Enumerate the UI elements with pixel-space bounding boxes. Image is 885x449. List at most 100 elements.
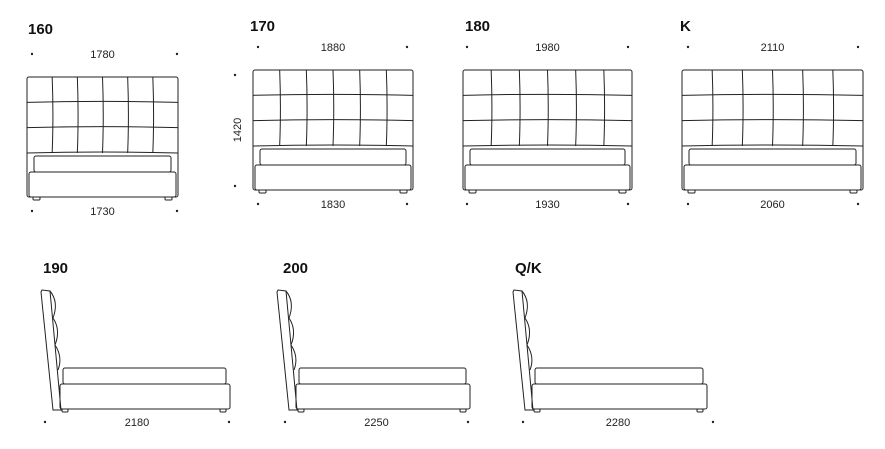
dimension-marker (466, 420, 470, 424)
foot (258, 189, 267, 194)
top-width-label: 1880 (321, 42, 345, 54)
dimension-marker (175, 52, 179, 56)
tufting-seam (832, 69, 835, 147)
bed-base (59, 383, 231, 410)
size-label: 200 (283, 260, 308, 277)
mattress (688, 148, 857, 166)
tufting-seam (279, 69, 281, 147)
foot (297, 408, 305, 413)
tufting-seam (518, 69, 521, 147)
dimension-marker (686, 45, 690, 49)
foot (687, 189, 696, 194)
front-view-K: K 2110 2060 (680, 18, 864, 211)
front-view-180: 180 1980 1930 (462, 18, 633, 211)
dimension-marker (686, 202, 690, 206)
dimension-marker (283, 420, 287, 424)
tufting-seam (772, 69, 774, 147)
tufting-seam (359, 69, 361, 147)
tufting-seam (102, 76, 104, 154)
bed-base (531, 383, 708, 410)
tufting-seam (741, 69, 744, 147)
side-view-200: 200 2250 (276, 260, 471, 429)
size-label: Q/K (515, 260, 542, 277)
bed-base (28, 171, 177, 198)
dimension-marker (626, 202, 630, 206)
tufting-seam (462, 144, 633, 147)
headboard-side (276, 289, 298, 411)
dimension-marker (256, 45, 260, 49)
length-label: 2180 (125, 417, 149, 429)
length-label: 2280 (606, 417, 630, 429)
dimension-marker (43, 420, 47, 424)
tufting-seam (490, 69, 493, 147)
size-label: 170 (250, 18, 275, 35)
foot (468, 189, 477, 194)
tufting-seam (26, 100, 179, 103)
tufting-seam (51, 76, 54, 154)
mattress (534, 367, 704, 385)
dimension-marker (30, 209, 34, 213)
bottom-width-label: 1730 (90, 206, 114, 218)
dimension-marker (465, 45, 469, 49)
dimension-marker (405, 202, 409, 206)
tufting-seam (681, 144, 864, 147)
top-width-label: 1780 (90, 49, 114, 61)
foot (849, 189, 858, 194)
tufting-seam (332, 69, 335, 147)
tufting-seam (462, 119, 633, 122)
tufting-seam (127, 76, 129, 154)
top-width-label: 2110 (761, 42, 785, 54)
tufting-seam (26, 151, 179, 154)
tufting-seam (252, 93, 414, 96)
size-label: 180 (465, 18, 490, 35)
tufting-seam (252, 144, 414, 147)
tufting-seam (26, 126, 179, 129)
foot (219, 408, 227, 413)
bed-base (254, 164, 412, 191)
headboard-side (40, 289, 62, 411)
size-label: K (680, 18, 691, 35)
height-label: 1420 (232, 118, 244, 142)
side-view-Q/K: Q/K 2280 (512, 260, 715, 429)
tufting-seam (305, 69, 308, 147)
dimension-marker (405, 45, 409, 49)
dimension-marker (465, 202, 469, 206)
tufting-seam (462, 93, 633, 96)
mattress (298, 367, 467, 385)
bed-base (683, 164, 862, 191)
bottom-width-label: 2060 (760, 199, 784, 211)
foot (618, 189, 627, 194)
tufting-seam (681, 93, 864, 96)
length-label: 2250 (364, 417, 388, 429)
foot (533, 408, 541, 413)
dimension-marker (856, 45, 860, 49)
dimension-marker (227, 420, 231, 424)
dimension-marker (233, 184, 237, 188)
front-view-170: 170 1880 1830 1420 (232, 18, 414, 211)
dimension-marker (175, 209, 179, 213)
tufting-seam (547, 69, 549, 147)
foot (399, 189, 408, 194)
size-label: 190 (43, 260, 68, 277)
tufting-seam (802, 69, 804, 147)
tufting-seam (76, 76, 79, 154)
side-view-190: 190 2180 (40, 260, 231, 429)
top-width-label: 1980 (535, 42, 559, 54)
bottom-width-label: 1930 (535, 199, 559, 211)
mattress (469, 148, 626, 166)
foot (164, 196, 173, 201)
tufting-profile (285, 290, 297, 371)
dimension-marker (30, 52, 34, 56)
mattress (62, 367, 227, 385)
tufting-seam (711, 69, 714, 147)
tufting-profile (49, 290, 61, 371)
bottom-width-label: 1830 (321, 199, 345, 211)
mattress (33, 155, 172, 173)
mattress (259, 148, 407, 166)
dimension-marker (256, 202, 260, 206)
foot (696, 408, 704, 413)
tufting-profile (521, 290, 533, 371)
headboard-side (512, 289, 534, 411)
foot (459, 408, 467, 413)
